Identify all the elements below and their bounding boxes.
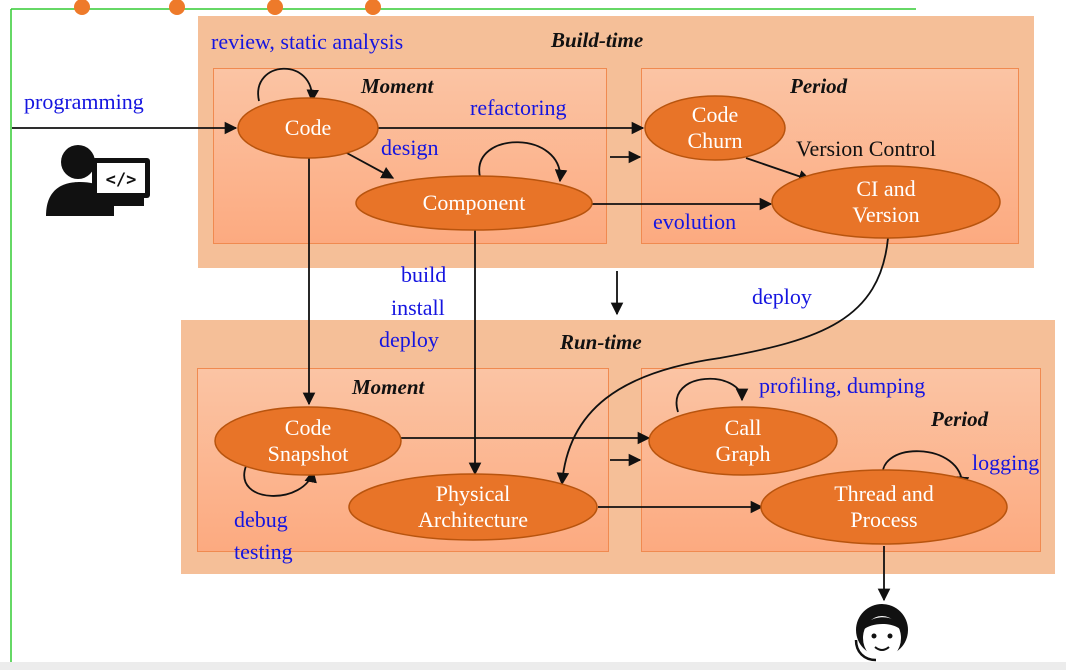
- node-ci-version-shape: [771, 165, 1001, 239]
- label-deploy-left: deploy: [379, 327, 439, 352]
- run-moment-title: Moment: [352, 375, 425, 399]
- label-review: review, static analysis: [211, 29, 404, 54]
- node-component-shape: [355, 175, 593, 231]
- node-code-snapshot-shape: [214, 406, 402, 476]
- node-thread-process-shape: [760, 469, 1008, 545]
- node-code-churn-shape: [644, 95, 786, 161]
- user-support-icon: [854, 604, 908, 662]
- edge-code-self: [257, 67, 320, 103]
- build-moment-title: Moment: [361, 74, 434, 98]
- label-programming: programming: [24, 89, 144, 114]
- green-frame: [10, 8, 916, 662]
- label-debug: debug: [234, 507, 288, 532]
- edge-component-self: [478, 141, 568, 183]
- label-version-control: Version Control: [796, 136, 936, 161]
- label-profiling: profiling, dumping: [759, 373, 926, 398]
- label-refactoring: refactoring: [470, 95, 567, 120]
- build-time-title: Build-time: [551, 28, 644, 52]
- label-design: design: [381, 135, 439, 160]
- label-build: build: [401, 262, 447, 287]
- edge-thread-self: [881, 450, 970, 490]
- edge-code-component: [344, 151, 395, 179]
- build-period-title: Period: [790, 74, 848, 98]
- top-dots: [74, 0, 381, 15]
- node-call-graph-shape: [648, 406, 838, 476]
- label-logging: logging: [972, 450, 1040, 475]
- edge-snapshot-self: [243, 465, 317, 497]
- edge-codechurn-ci: [745, 157, 812, 183]
- label-deploy-right: deploy: [752, 284, 812, 309]
- run-period-title: Period: [931, 407, 989, 431]
- node-physical-architecture-shape: [348, 473, 598, 541]
- edge-ci-physarch: [556, 237, 889, 486]
- svg-text:</>: </>: [106, 170, 137, 190]
- edge-callgraph-self: [675, 377, 749, 413]
- developer-icon: </>: [46, 145, 150, 216]
- node-code-shape: [237, 97, 379, 159]
- run-time-title: Run-time: [560, 330, 642, 354]
- label-install: install: [391, 295, 445, 320]
- label-evolution: evolution: [653, 209, 737, 234]
- bottom-band: [0, 662, 1066, 670]
- label-testing: testing: [234, 539, 293, 564]
